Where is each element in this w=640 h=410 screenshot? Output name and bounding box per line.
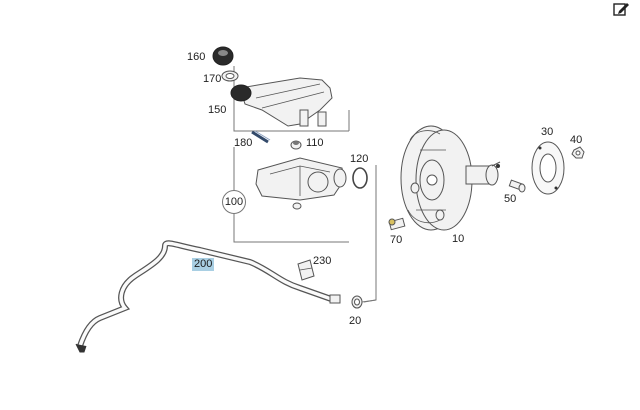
callout-50[interactable]: 50 — [504, 193, 517, 205]
callout-160[interactable]: 160 — [187, 51, 206, 63]
bolt-50[interactable] — [508, 179, 526, 193]
callout-150[interactable]: 150 — [208, 104, 227, 116]
pin-180[interactable] — [251, 130, 271, 144]
callout-30[interactable]: 30 — [541, 126, 554, 138]
clip-230[interactable] — [297, 259, 315, 281]
nut-40[interactable] — [571, 146, 585, 159]
brake-fluid-reservoir-150[interactable] — [230, 77, 333, 127]
callout-10[interactable]: 10 — [452, 233, 465, 245]
o-ring-120[interactable] — [352, 167, 368, 189]
callout-180[interactable]: 180 — [234, 137, 253, 149]
callout-120[interactable]: 120 — [350, 153, 369, 165]
edit-icon[interactable] — [612, 0, 632, 18]
reservoir-cap-160[interactable] — [212, 46, 234, 66]
callout-70[interactable]: 70 — [390, 234, 403, 246]
callout-110[interactable]: 110 — [306, 137, 324, 149]
callout-200[interactable]: 200 — [192, 258, 215, 271]
gasket-30[interactable] — [531, 141, 565, 195]
vacuum-line-200[interactable] — [75, 240, 341, 353]
callout-100[interactable]: 100 — [222, 190, 246, 214]
seal-ring-170[interactable] — [221, 70, 239, 82]
sensor-70[interactable] — [388, 217, 406, 231]
grommet-110[interactable] — [290, 140, 302, 150]
callout-20[interactable]: 20 — [349, 315, 362, 327]
connector-20[interactable] — [351, 295, 377, 309]
callout-170[interactable]: 170 — [203, 73, 222, 85]
brake-booster-10[interactable] — [400, 125, 501, 231]
callout-230[interactable]: 230 — [313, 255, 332, 267]
master-cylinder-100[interactable] — [255, 157, 347, 210]
callout-40[interactable]: 40 — [570, 134, 583, 146]
